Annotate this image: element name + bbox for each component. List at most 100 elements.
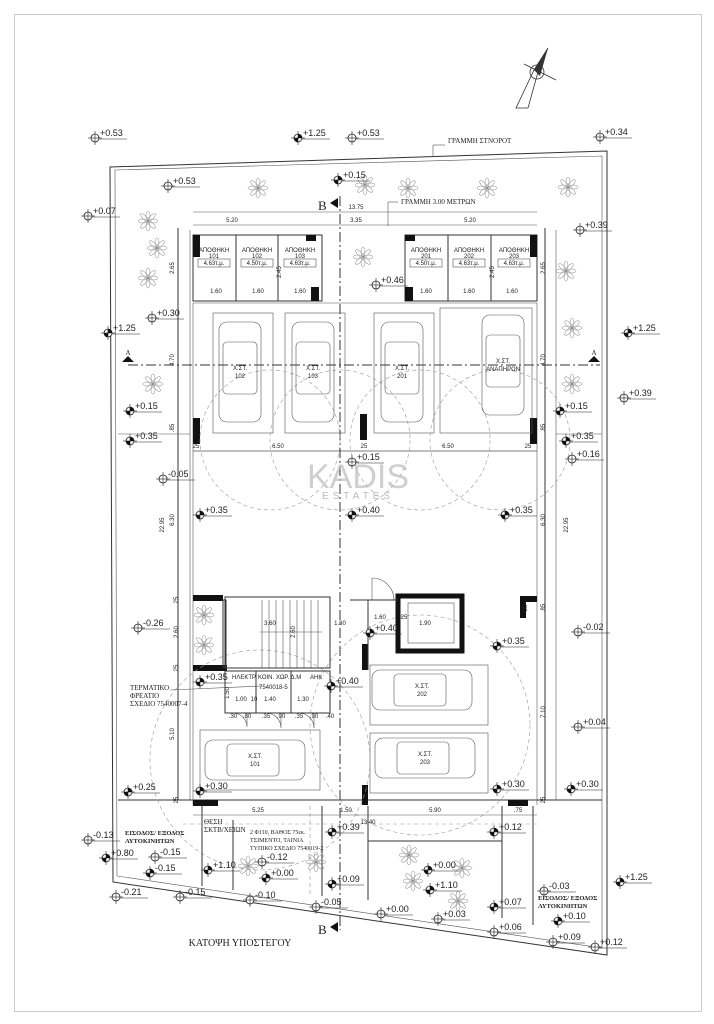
label: -0.13 — [93, 830, 114, 840]
label: +0.10 — [563, 911, 586, 921]
tree-icon — [352, 246, 374, 268]
dimension-label: 25 — [174, 596, 180, 603]
label: +1.25 — [303, 128, 326, 138]
label: 102 — [235, 374, 246, 380]
label: ΑΥΤΟΚΙΝΗΤΩΝ — [538, 903, 588, 910]
label: +0.07 — [499, 897, 522, 907]
tree-icon — [237, 855, 259, 877]
level-marker-filled: +0.15 — [553, 401, 592, 418]
dimension-label: 5.20 — [226, 218, 238, 224]
dimension-label: .40 — [326, 714, 335, 720]
label: 202 — [417, 692, 428, 698]
dimension-label: 25 — [174, 664, 180, 671]
drawing-title: ΚΑΤΟΨΗ ΥΠΟΣΤΕΓΟΥ — [189, 938, 292, 949]
common-ref: 7540018-5 — [259, 685, 288, 691]
level-marker: +0.34 — [593, 127, 632, 144]
watermark-logo: KADIS — [307, 458, 409, 496]
dimension-label: 10 — [251, 697, 258, 703]
label: +0.53 — [100, 128, 123, 138]
tree-icon — [561, 317, 583, 339]
dimension-label: 5.20 — [464, 218, 476, 224]
label: ΦΡΕΑΤΙΟ — [130, 692, 159, 700]
level-marker-filled: +0.07 — [487, 897, 526, 914]
bins-note: ΘΕΣΗ ΣΚΤΒ/ΧΕΙΩΝ — [204, 818, 246, 834]
level-marker-filled: +1.25 — [613, 872, 652, 889]
level-marker-filled: +0.09 — [325, 874, 364, 891]
section-b-top: B — [318, 198, 327, 213]
dimension-label: .75 — [514, 808, 523, 814]
tree-icon — [397, 177, 419, 199]
tree-icon — [354, 174, 376, 196]
dimension-label: 1.60 — [294, 289, 306, 295]
label: 4.50τ.μ. — [247, 261, 268, 267]
level-marker-filled: +0.35 — [498, 505, 537, 522]
parked-car-203: Χ.ΣΤ.203 — [374, 737, 476, 779]
dimension-label: 3.60 — [264, 621, 276, 627]
building-outline — [118, 228, 602, 805]
dimension-label: 2.65 — [170, 262, 176, 274]
level-marker: +0.12 — [588, 937, 627, 954]
label: ΤΣΙΜΕΝΤΟ, ΤΑΙΝΙΑ — [250, 838, 304, 844]
label: Χ.ΣΤ. — [306, 366, 320, 372]
label: 4.63τ.μ. — [204, 261, 225, 267]
label: +0.53 — [173, 176, 196, 186]
label: +0.03 — [443, 909, 466, 919]
tree-icon — [561, 373, 583, 395]
label: +0.15 — [357, 452, 380, 462]
room-common: ΚΟΙΝ. ΧΩΡ. Δ.Μ — [258, 675, 301, 681]
level-marker-filled: +0.80 — [99, 848, 138, 865]
level-marker: +0.53 — [88, 128, 127, 145]
label: -0.10 — [255, 890, 276, 900]
label: +0.15 — [343, 170, 366, 180]
dimension-label: 25 — [541, 796, 547, 803]
label: ΑΠΟΘΗΚΗ — [285, 248, 315, 254]
level-marker: -0.10 — [243, 890, 282, 907]
landscaping — [137, 174, 583, 912]
label: +0.30 — [157, 308, 180, 318]
label: Χ.ΣΤ. — [248, 754, 262, 760]
dimension-label: 1.50 — [340, 808, 352, 814]
level-marker-filled: +0.10 — [551, 911, 590, 928]
dimension-label: 25 — [525, 444, 532, 450]
level-marker: -0.03 — [537, 881, 576, 898]
label: ΣΚΤΒ/ΧΕΙΩΝ — [204, 826, 246, 834]
dimension-label: 1.50 — [225, 687, 231, 699]
level-marker: -0.02 — [571, 622, 610, 639]
label: -0.05 — [321, 897, 342, 907]
north-arrow-icon — [515, 47, 557, 109]
tree-icon — [402, 870, 424, 892]
dimension-label: 1.60 — [374, 615, 386, 621]
level-marker: -0.26 — [131, 618, 170, 635]
level-marker: +0.03 — [431, 909, 470, 926]
label: +0.53 — [357, 128, 380, 138]
level-marker: +0.16 — [565, 449, 604, 466]
label: +1.10 — [213, 860, 236, 870]
tree-icon — [451, 857, 473, 879]
room-aik: ΑΗΚ — [310, 675, 322, 681]
label: +1.25 — [633, 323, 656, 333]
label: 203 — [509, 254, 520, 260]
tree-icon — [193, 604, 215, 626]
label: 201 — [421, 254, 432, 260]
dimension-label: .90 — [277, 714, 286, 720]
tree-icon — [447, 890, 469, 912]
dimension-label: .80 — [243, 714, 252, 720]
dimension-label: 22.95 — [564, 517, 570, 533]
dimension-label: 2.45 — [277, 266, 283, 278]
tree-icon — [247, 177, 269, 199]
label: -0.02 — [583, 622, 604, 632]
level-marker-filled: +0.15 — [331, 170, 370, 187]
label: 201 — [397, 374, 408, 380]
room-electrical: ΗΛΕΚΤΡ — [232, 675, 256, 681]
label: -0.12 — [267, 852, 288, 862]
level-marker: +0.53 — [161, 176, 200, 193]
label: +0.07 — [93, 206, 116, 216]
label: 203 — [420, 760, 431, 766]
label: +0.80 — [111, 848, 134, 858]
columns — [193, 414, 537, 806]
dimension-label: .35 — [262, 714, 271, 720]
label: -0.05 — [168, 469, 189, 479]
dimension-label: 25 — [174, 796, 180, 803]
